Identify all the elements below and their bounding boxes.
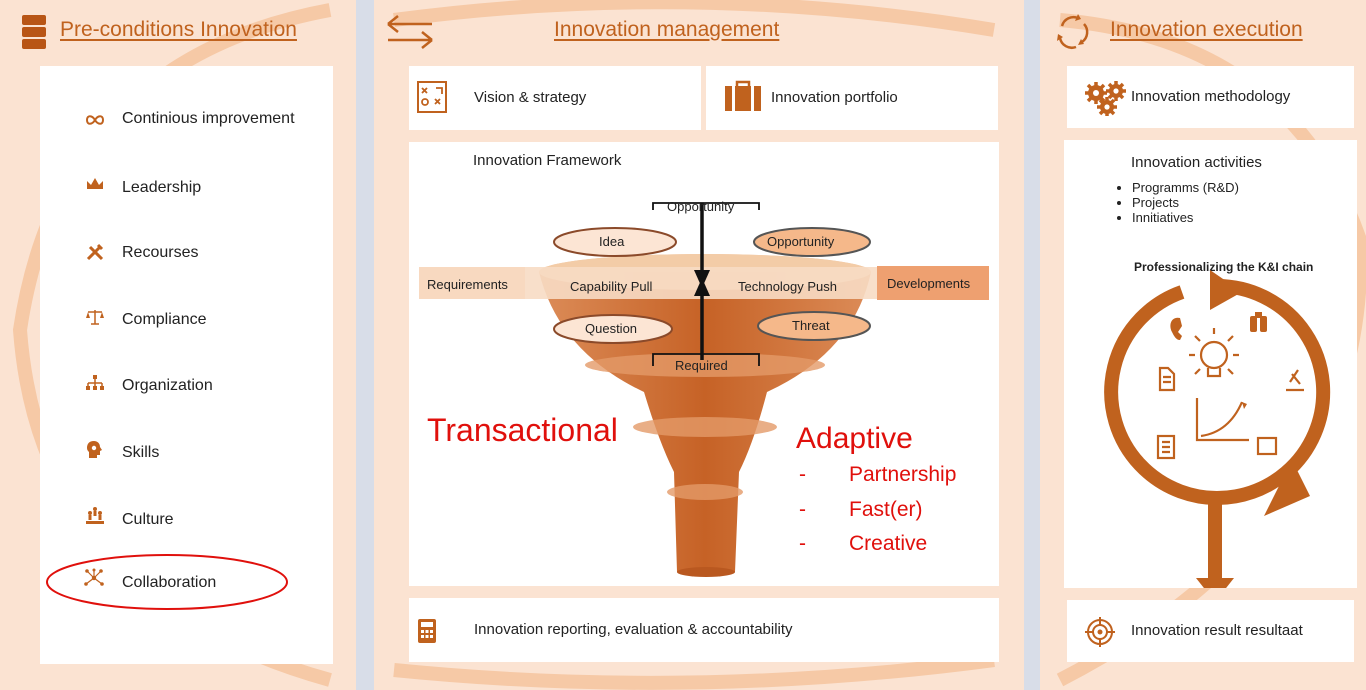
item-compliance: Compliance: [122, 311, 207, 328]
activity-item: Programms (R&D): [1132, 180, 1239, 195]
result-box[interactable]: Innovation result resultaat: [1067, 600, 1354, 662]
idea-label: Idea: [599, 234, 625, 249]
activity-item: Innitiatives: [1132, 210, 1239, 225]
methodology-box[interactable]: Innovation methodology: [1067, 66, 1354, 128]
collaboration-highlight-ellipse: [46, 554, 288, 610]
innovation-funnel: [419, 202, 989, 577]
reporting-box[interactable]: Innovation reporting, evaluation & accou…: [409, 598, 999, 662]
infinity-icon: [85, 115, 105, 125]
capability-pull-label: Capability Pull: [570, 279, 653, 294]
innovation-portfolio-box[interactable]: Innovation portfolio: [706, 66, 998, 130]
management-title[interactable]: Innovation management: [554, 18, 780, 41]
scale-icon: [86, 310, 104, 325]
result-label: Innovation result resultaat: [1131, 622, 1303, 639]
tools-icon: [86, 243, 104, 261]
requirements-label: Requirements: [427, 277, 508, 292]
transactional-label: Transactional: [427, 412, 618, 448]
org-chart-icon: [86, 375, 104, 390]
adaptive-title: Adaptive: [796, 422, 913, 455]
target-icon: [1085, 617, 1115, 647]
activities-title: Innovation activities: [1131, 154, 1262, 171]
item-culture: Culture: [122, 511, 174, 528]
vision-strategy-label: Vision & strategy: [474, 89, 587, 106]
network-icon: [84, 568, 104, 586]
item-collaboration: Collaboration: [122, 574, 217, 591]
oval-opportunity: [753, 227, 871, 257]
innovation-framework-box: Innovation Framework: [409, 142, 999, 586]
briefcase-icon: [725, 80, 761, 111]
head-gear-icon: [87, 441, 102, 458]
oval-threat: [757, 311, 871, 341]
question-label: Question: [585, 321, 638, 336]
framework-title: Innovation Framework: [473, 152, 622, 169]
people-group-icon: [86, 507, 104, 524]
execution-title[interactable]: Innovation execution: [1110, 18, 1303, 41]
kni-chain-cycle: [1104, 270, 1331, 588]
preconditions-list-box: Continious improvement Leadership Recour…: [40, 66, 333, 664]
strategy-board-icon: [417, 81, 447, 113]
opportunity-oval-label: Opportunity: [767, 234, 835, 249]
requirements-arrow: [419, 267, 525, 299]
adaptive-bullet: -: [799, 532, 806, 555]
item-leadership: Leadership: [122, 179, 202, 196]
item-recourses: Recourses: [122, 244, 199, 261]
activities-box: Innovation activities Programms (R&D) Pr…: [1064, 140, 1357, 588]
threat-label: Threat: [792, 318, 830, 333]
methodology-label: Innovation methodology: [1131, 88, 1291, 105]
developments-label: Developments: [887, 276, 971, 291]
reporting-label: Innovation reporting, evaluation & accou…: [474, 621, 793, 638]
innovation-portfolio-label: Innovation portfolio: [771, 89, 898, 106]
chain-title: Professionalizing the K&I chain: [1134, 260, 1314, 274]
funnel-top-label: Opportunity: [667, 199, 735, 214]
gears-icon: [1085, 81, 1126, 116]
funnel-bottom-label: Required: [675, 358, 728, 373]
management-panel: Innovation management Vision & strategy …: [374, 0, 1024, 690]
adaptive-bullet: -: [799, 498, 806, 521]
calculator-icon: [418, 619, 436, 643]
preconditions-panel: Pre-conditions Innovation Continious imp…: [0, 0, 356, 690]
crown-icon: [87, 178, 103, 189]
technology-push-label: Technology Push: [738, 279, 838, 294]
item-skills: Skills: [122, 444, 160, 461]
adaptive-item-partnership: Partnership: [849, 463, 957, 486]
adaptive-bullet: -: [799, 463, 806, 486]
execution-panel: Innovation execution Innovation methodol…: [1040, 0, 1366, 690]
item-continious-improvement: Continious improvement: [122, 110, 295, 127]
developments-arrow: [877, 266, 989, 300]
oval-idea: [553, 227, 677, 257]
item-organization: Organization: [122, 377, 213, 394]
vision-strategy-box[interactable]: Vision & strategy: [409, 66, 701, 130]
cycle-arrows-icon: [1057, 14, 1089, 49]
preconditions-title[interactable]: Pre-conditions Innovation: [60, 18, 297, 41]
activity-item: Projects: [1132, 195, 1239, 210]
oval-question: [553, 314, 673, 344]
adaptive-item-creative: Creative: [849, 532, 928, 555]
barrels-icon: [22, 15, 46, 49]
adaptive-item-faster: Fast(er): [849, 498, 923, 521]
exchange-arrows-icon: [387, 15, 433, 49]
